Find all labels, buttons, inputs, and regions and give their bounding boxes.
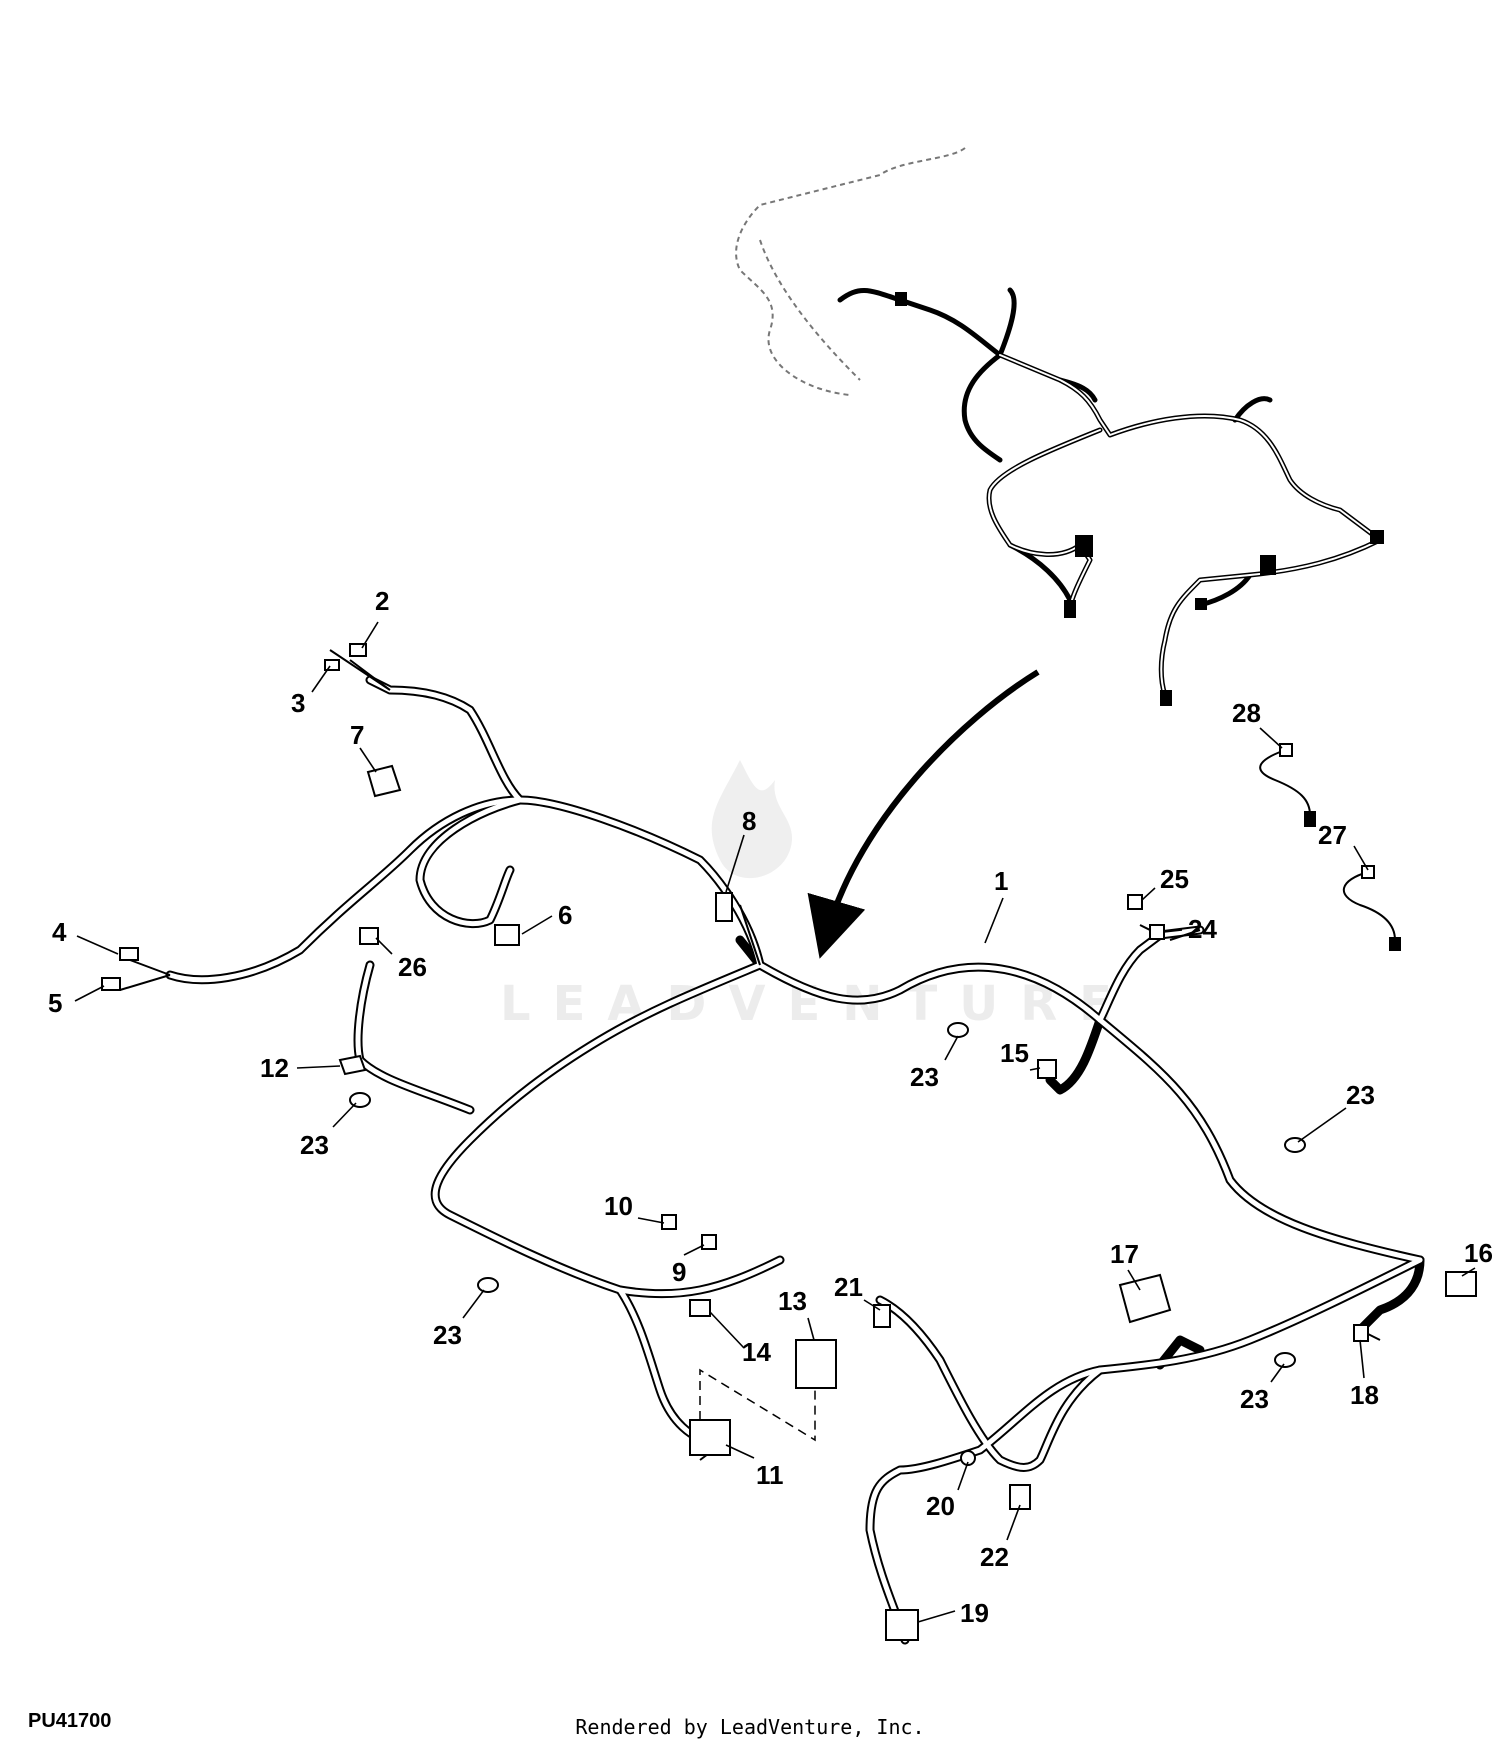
watermark-flame-icon: [711, 760, 793, 879]
clip-23a-icon: [349, 1092, 371, 1108]
clip-23e-icon: [1274, 1352, 1296, 1368]
overview-harness-inset: [735, 147, 1384, 706]
callout-25: 25: [1160, 864, 1189, 894]
callout-23e: 23: [1240, 1384, 1269, 1414]
connector-22-icon: [1009, 1484, 1031, 1510]
callout-23c: 23: [1346, 1080, 1375, 1110]
connector-19-icon: [885, 1609, 919, 1641]
clip-23b-icon: [947, 1022, 969, 1038]
callout-24: 24: [1188, 914, 1217, 944]
callout-28: 28: [1232, 698, 1261, 728]
connector-9-icon: [701, 1234, 717, 1250]
connector-17-icon: [1118, 1273, 1172, 1324]
connector-21-icon: [873, 1304, 891, 1328]
clip-12-icon: [338, 1054, 367, 1076]
connector-15-icon: [1037, 1059, 1057, 1079]
callout-labels: 1 2 3 4 5 6 7 8 9 10 11 12 13 14 15 16 1…: [48, 586, 1493, 1628]
connector-20-icon: [960, 1450, 976, 1466]
callout-4: 4: [52, 917, 67, 947]
connector-7-icon: [366, 764, 402, 798]
callout-15: 15: [1000, 1038, 1029, 1068]
callout-23b: 23: [910, 1062, 939, 1092]
connector-8-icon: [715, 892, 733, 922]
relay-13-icon: [795, 1339, 837, 1389]
overview-dashed-frame: [735, 147, 966, 396]
drawing-id-label: PU41700: [28, 1710, 112, 1732]
watermark: LEADVENTURE: [500, 760, 1112, 1032]
callout-19: 19: [960, 1598, 989, 1628]
callout-14: 14: [742, 1337, 771, 1367]
callout-26: 26: [398, 952, 427, 982]
callout-16: 16: [1464, 1238, 1493, 1268]
callout-10: 10: [604, 1191, 633, 1221]
connector-26-icon: [359, 927, 379, 945]
callout-18: 18: [1350, 1380, 1379, 1410]
clip-23d-icon: [477, 1277, 499, 1293]
callout-22: 22: [980, 1542, 1009, 1572]
callout-12: 12: [260, 1053, 289, 1083]
callout-5: 5: [48, 988, 62, 1018]
connector-18-icon: [1353, 1324, 1369, 1342]
callout-2: 2: [375, 586, 389, 616]
connector-6-icon: [494, 924, 520, 946]
connector-10-icon: [661, 1214, 677, 1230]
render-credit-footer: Rendered by LeadVenture, Inc.: [575, 1715, 925, 1739]
pointer-arrow: [807, 669, 1040, 959]
callout-11: 11: [756, 1460, 784, 1490]
callout-23d: 23: [433, 1320, 462, 1350]
connector-5-icon: [101, 977, 121, 991]
callout-6: 6: [558, 900, 572, 930]
callout-17: 17: [1110, 1239, 1139, 1269]
callout-3: 3: [291, 688, 305, 718]
callout-20: 20: [926, 1491, 955, 1521]
jumper-27: [1342, 871, 1396, 941]
connector-4-icon: [119, 947, 139, 961]
leader-lines: [74, 621, 1476, 1623]
connector-16-icon: [1445, 1271, 1477, 1297]
jumper-28: [1259, 751, 1311, 816]
components: [101, 643, 1477, 1641]
callout-27: 27: [1318, 820, 1347, 850]
callout-8: 8: [742, 806, 756, 836]
relay-socket-11-icon: [689, 1419, 731, 1456]
callout-1: 1: [994, 866, 1008, 896]
connector-14-icon: [689, 1299, 711, 1317]
callout-9: 9: [672, 1257, 686, 1287]
callout-7: 7: [350, 720, 364, 750]
callout-23a: 23: [300, 1130, 329, 1160]
callout-13: 13: [778, 1286, 807, 1316]
connector-24-icon: [1149, 924, 1165, 940]
jumper-wires: [1259, 743, 1401, 951]
connector-3-icon: [324, 659, 340, 671]
connector-25-icon: [1127, 894, 1143, 910]
callout-21: 21: [834, 1272, 863, 1302]
